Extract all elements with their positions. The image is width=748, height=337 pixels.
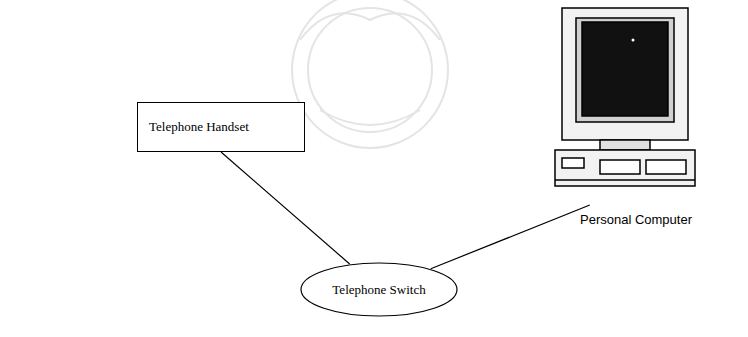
switch-ellipse: Telephone Switch [300, 262, 458, 317]
connector-line [431, 205, 590, 269]
node-label: Personal Computer [580, 212, 692, 227]
node-label: Telephone Handset [149, 119, 249, 135]
handset-box: Telephone Handset [137, 102, 305, 152]
node-label: Telephone Switch [332, 282, 425, 298]
computer-node: Personal Computer [555, 0, 700, 205]
connector-line [221, 152, 350, 264]
